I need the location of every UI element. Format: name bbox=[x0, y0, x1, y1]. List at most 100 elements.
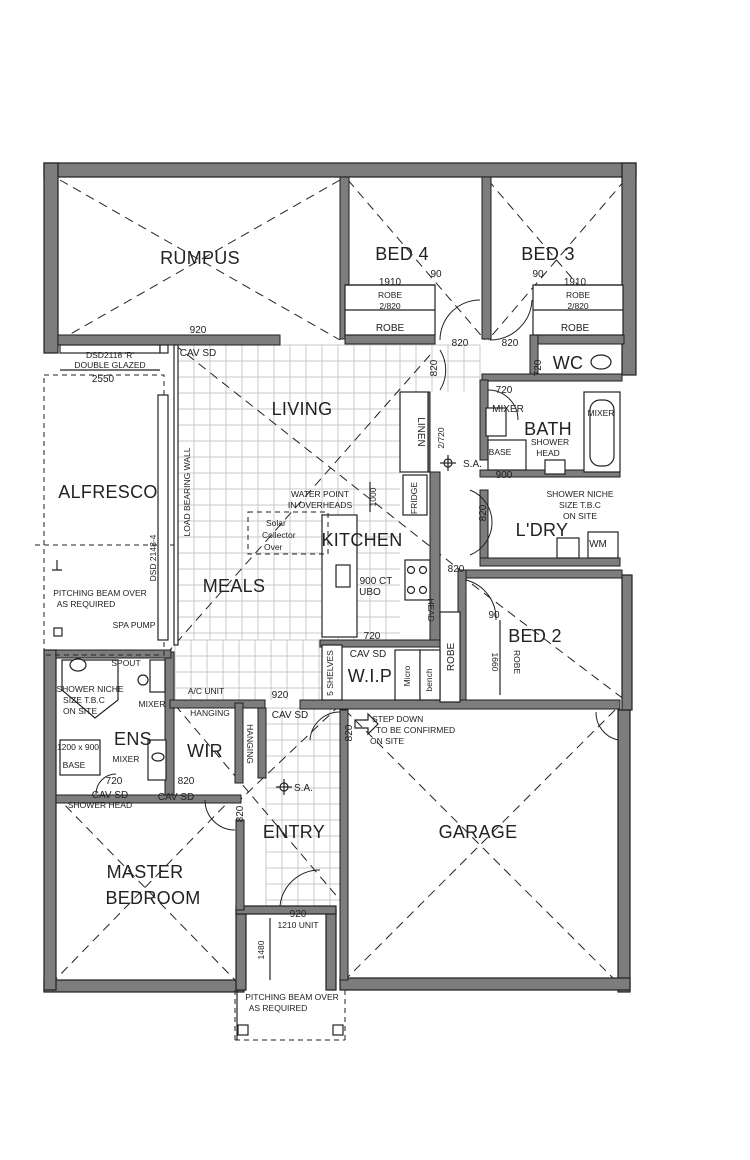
dimension-lines bbox=[60, 284, 622, 980]
solar-1: Solar bbox=[266, 518, 286, 528]
dim-920-entry: 920 bbox=[290, 909, 307, 920]
dim-820-kitchen: 820 bbox=[448, 564, 465, 575]
alfresco-outline bbox=[35, 374, 346, 1041]
dim-1660: 1660 bbox=[490, 653, 500, 672]
shower-niche-bath-3: ON SITE bbox=[563, 511, 597, 521]
linen-cupboard bbox=[399, 391, 429, 473]
robe-width-bed-4: 1910 bbox=[379, 277, 402, 288]
room-rumpus: RUMPUS bbox=[160, 248, 240, 268]
hanging-wir: HANGING bbox=[190, 708, 230, 718]
room-linen: LINEN bbox=[415, 417, 426, 446]
robe-bed-2-side: ROBE bbox=[512, 650, 522, 674]
mixer-bath: MIXER bbox=[492, 404, 524, 415]
room-living: LIVING bbox=[272, 399, 333, 419]
door-swings bbox=[95, 299, 619, 907]
robe-width-bed-3: 1910 bbox=[564, 277, 587, 288]
dsd-label-2: DOUBLE GLAZED bbox=[74, 360, 145, 370]
shower-head-bath-1: SHOWER bbox=[531, 437, 569, 447]
dim-900-bath: 900 bbox=[496, 470, 513, 481]
sa-entry: S.A. bbox=[294, 783, 313, 794]
room-wc: WC bbox=[553, 353, 584, 373]
base-ens: BASE bbox=[63, 760, 86, 770]
wm-label: WM bbox=[589, 539, 607, 550]
room-ens: ENS bbox=[114, 729, 152, 749]
shower-head-bath-2: HEAD bbox=[536, 448, 560, 458]
room-wip: W.I.P bbox=[348, 666, 393, 686]
mixer-ens: MIXER bbox=[113, 754, 140, 764]
cav-sd-master: CAV SD bbox=[158, 792, 195, 803]
cav-sd-living: CAV SD bbox=[180, 348, 217, 359]
dim-2720: 2/720 bbox=[436, 427, 446, 449]
dim-820-bed-4: 820 bbox=[452, 338, 469, 349]
dim-720-pantry: 720 bbox=[364, 631, 381, 642]
shelves-label: 5 SHELVES bbox=[325, 650, 335, 696]
dim-720-wc: 720 bbox=[533, 359, 544, 376]
dim-1000: 1000 bbox=[368, 487, 378, 506]
oven bbox=[404, 559, 431, 601]
dim-90-bed-4: 90 bbox=[430, 269, 442, 280]
robe-label-bed-4: ROBE bbox=[378, 290, 402, 300]
robe-size-bed-4: 2/820 bbox=[379, 301, 401, 311]
shower-niche-ens-3: ON SITE bbox=[63, 706, 97, 716]
step-down-2: TO BE CONFIRMED bbox=[376, 725, 455, 735]
step-down-3: ON SITE bbox=[370, 736, 404, 746]
shower-niche-bath-2: SIZE T.B.C bbox=[559, 500, 601, 510]
shower-niche-ens-2: SIZE T.B.C bbox=[63, 695, 105, 705]
exterior-walls bbox=[43, 162, 637, 993]
room-bath: BATH bbox=[524, 419, 572, 439]
oven-label: 900 CT bbox=[360, 576, 393, 587]
hanging-wir-side: HANGING bbox=[245, 724, 255, 764]
dim-820-entry: 820 bbox=[235, 805, 246, 822]
room-master-line-2: BEDROOM bbox=[105, 888, 200, 908]
solar-3: Over bbox=[264, 542, 283, 552]
solar-collector bbox=[247, 511, 329, 555]
room-bed-3: BED 3 bbox=[521, 244, 575, 264]
fridge-label: FRIDGE bbox=[409, 482, 419, 514]
dim-720-bath: 720 bbox=[496, 385, 513, 396]
cav-sd-pantry: CAV SD bbox=[350, 649, 387, 660]
dsd-side-label: DSD 2148-4 bbox=[148, 534, 158, 581]
dim-820-wir: 820 bbox=[178, 776, 195, 787]
solar-2: Collector bbox=[262, 530, 296, 540]
mixer-spa: MIXER bbox=[139, 699, 166, 709]
dsd-width: 2550 bbox=[92, 374, 115, 385]
dim-90-bed-3: 90 bbox=[532, 269, 544, 280]
cav-sd-wir: CAV SD bbox=[272, 710, 309, 721]
pitching-beam-alfresco-2: AS REQUIRED bbox=[57, 599, 116, 609]
robes bbox=[344, 284, 624, 703]
room-master-line-1: MASTER bbox=[107, 862, 184, 882]
fridge bbox=[402, 474, 428, 516]
dim-820-hall: 820 bbox=[429, 359, 440, 376]
spa-bath bbox=[61, 659, 119, 719]
robe-label-bed-3: ROBE bbox=[566, 290, 590, 300]
room-bed-2: BED 2 bbox=[508, 626, 562, 646]
robe-bed-4: ROBE bbox=[376, 323, 405, 334]
dim-90-bed-2: 90 bbox=[488, 610, 500, 621]
base-bath: BASE bbox=[489, 447, 512, 457]
step-down-1: STEP DOWN bbox=[372, 714, 423, 724]
pitching-beam-entry-1: PITCHING BEAM OVER bbox=[245, 992, 339, 1002]
dim-820-laundry: 820 bbox=[478, 504, 489, 521]
room-entry: ENTRY bbox=[263, 822, 325, 842]
ubo-label: UBO bbox=[359, 587, 381, 598]
water-point-2: IN OVERHEADS bbox=[288, 500, 353, 510]
room-garage: GARAGE bbox=[439, 822, 518, 842]
spa-pump: SPA PUMP bbox=[113, 620, 156, 630]
laundry-trough bbox=[556, 537, 580, 559]
step-down-arrow bbox=[354, 712, 379, 736]
cav-sd-ens: CAV SD bbox=[92, 790, 129, 801]
dim-820-garage: 820 bbox=[344, 724, 355, 741]
shower-head-ens: SHOWER HEAD bbox=[68, 800, 132, 810]
pitching-beam-alfresco-1: PITCHING BEAM OVER bbox=[53, 588, 147, 598]
ac-unit: A/C UNIT bbox=[188, 686, 224, 696]
ensuite-shower bbox=[59, 739, 101, 776]
room-diagonals bbox=[54, 179, 626, 981]
room-kitchen: KITCHEN bbox=[321, 530, 402, 550]
sa-living: S.A. bbox=[463, 459, 482, 470]
bench-label: bench bbox=[424, 668, 434, 691]
dim-1480: 1480 bbox=[256, 940, 266, 959]
dim-820-bed-3: 820 bbox=[502, 338, 519, 349]
dim-920-rumpus: 920 bbox=[190, 325, 207, 336]
water-point-1: WATER POINT bbox=[291, 489, 349, 499]
